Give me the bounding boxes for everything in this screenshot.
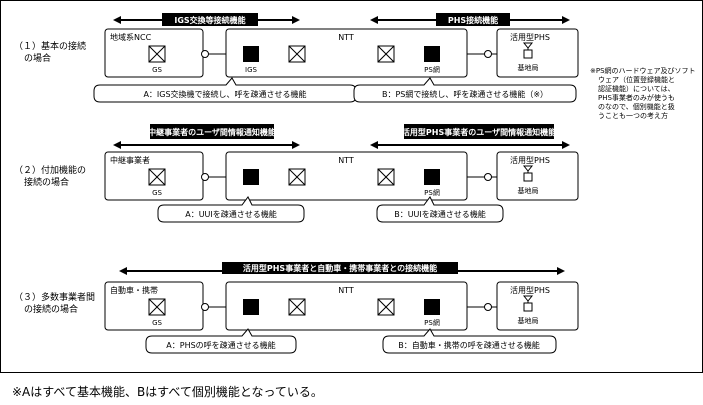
exchange-switch-icon bbox=[243, 46, 259, 62]
row-3-label-line2: の接続の場合 bbox=[24, 303, 78, 315]
interface-point-icon bbox=[201, 303, 209, 311]
callout bbox=[145, 328, 297, 354]
side-note-line: のなので、個別機能と扱 bbox=[598, 102, 675, 111]
callout-text: A：UUIを疎通させる機能 bbox=[185, 209, 277, 219]
banner-label: IGS交換等接続機能 bbox=[174, 15, 245, 25]
base-station-icon bbox=[522, 42, 534, 59]
callout bbox=[382, 328, 557, 354]
exchange-switch-icon bbox=[243, 299, 259, 315]
node-label: GS bbox=[152, 66, 162, 74]
interface-point-icon bbox=[201, 50, 209, 58]
footnote: ※Aはすべて基本機能、Bはすべて個別機能となっている。 bbox=[12, 385, 323, 399]
ntt-box bbox=[225, 28, 468, 78]
ps-network-switch-icon bbox=[424, 46, 440, 62]
row-3: （３）多数事業者間 の接続の場合 活用型PHS事業者と自動車・携帯事業者との接続… bbox=[14, 262, 579, 354]
side-note-line: PHS事業者のみが使うも bbox=[598, 93, 675, 102]
banner-label: 中継事業者のユーザ間情報通知機能 bbox=[148, 127, 276, 137]
side-note: ※PS網のハードウェア及びソフト ウェア（位置登録機能と 認証機能）については、… bbox=[590, 66, 696, 120]
arrow-head-right-icon bbox=[292, 141, 300, 149]
row-2-label-line1: （２）付加機能の bbox=[14, 164, 86, 176]
row-2: （２）付加機能の 接続の場合 中継事業者のユーザ間情報通知機能 活用型PHS事業… bbox=[14, 124, 579, 223]
interface-point-icon bbox=[484, 303, 492, 311]
node-label: 基地局 bbox=[518, 186, 539, 195]
banner-label: 活用型PHS事業者のユーザ間情報通知機能 bbox=[402, 127, 556, 137]
node-label: GS bbox=[152, 319, 162, 327]
arrow-head-left-icon bbox=[113, 16, 121, 24]
arrow-head-right-icon bbox=[557, 267, 565, 275]
phs-box bbox=[496, 281, 579, 331]
ntt-label: NTT bbox=[338, 286, 354, 295]
row-3-label-line1: （３）多数事業者間 bbox=[14, 291, 95, 303]
side-note-line: 認証機能）については、 bbox=[598, 84, 675, 93]
ps-network-switch-icon bbox=[424, 169, 440, 185]
exchange-switch-icon bbox=[243, 169, 259, 185]
phs-name: 活用型PHS bbox=[510, 285, 550, 295]
banner-label: PHS接続機能 bbox=[448, 15, 498, 25]
banner-label: 活用型PHS事業者と自動車・携帯事業者との接続機能 bbox=[243, 263, 437, 273]
banner bbox=[150, 124, 274, 139]
phs-box bbox=[496, 28, 579, 78]
operator-name: 自動車・携帯 bbox=[110, 285, 158, 295]
callout-text: B：PS網で接続し、呼を疎通させる機能（※） bbox=[382, 89, 548, 99]
arrow-head-left-icon bbox=[370, 16, 378, 24]
arrow-head-right-icon bbox=[562, 141, 570, 149]
interface-point-icon bbox=[484, 50, 492, 58]
phs-name: 活用型PHS bbox=[510, 32, 550, 42]
node-label: PS網 bbox=[424, 188, 440, 197]
arrow-head-left-icon bbox=[370, 141, 378, 149]
callout bbox=[93, 77, 357, 103]
base-station-icon bbox=[522, 165, 534, 182]
ntt-box bbox=[225, 281, 468, 331]
arrow-head-left-icon bbox=[113, 141, 121, 149]
callout-text: B：自動車・携帯の呼を疎通させる機能 bbox=[398, 340, 540, 350]
ntt-label: NTT bbox=[338, 33, 354, 42]
interface-point-icon bbox=[484, 173, 492, 181]
row-1-label-line2: の場合 bbox=[24, 52, 51, 64]
callout bbox=[157, 196, 305, 223]
arrow-head-right-icon bbox=[292, 16, 300, 24]
phs-name: 活用型PHS bbox=[510, 155, 550, 165]
side-note-line: ※PS網のハードウェア及びソフト bbox=[590, 66, 696, 75]
operator-name: 地域系NCC bbox=[110, 32, 152, 42]
node-label: 基地局 bbox=[518, 316, 539, 325]
arrow-head-right-icon bbox=[562, 16, 570, 24]
callout-text: A：PHSの呼を疎通させる機能 bbox=[166, 340, 275, 350]
side-note-line: ウェア（位置登録機能と bbox=[598, 75, 675, 84]
banner bbox=[162, 13, 258, 26]
row-1: （１）基本の接続 の場合 IGS交換等接続機能 PHS接続機能 地域系NCC G… bbox=[14, 13, 579, 103]
banner bbox=[222, 262, 458, 274]
callout-text: B：UUIを疎通させる機能 bbox=[394, 209, 486, 219]
arrow-head-left-icon bbox=[119, 267, 127, 275]
callout-text: A：IGS交換機で接続し、呼を疎通させる機能 bbox=[143, 89, 306, 99]
banner bbox=[404, 124, 554, 139]
side-note-line: うことも一つの考え方 bbox=[598, 111, 668, 120]
node-label: PS網 bbox=[424, 318, 440, 327]
ntt-box bbox=[225, 151, 468, 201]
row-2-label-line2: 接続の場合 bbox=[24, 176, 69, 188]
base-station-icon bbox=[522, 295, 534, 312]
interface-point-icon bbox=[201, 173, 209, 181]
ps-network-switch-icon bbox=[424, 299, 440, 315]
phs-box bbox=[496, 151, 579, 201]
callout bbox=[353, 77, 577, 103]
node-label: GS bbox=[152, 189, 162, 197]
operator-name: 中継事業者 bbox=[110, 155, 150, 165]
node-label: PS網 bbox=[424, 65, 440, 74]
callout bbox=[376, 196, 504, 223]
banner bbox=[436, 13, 510, 26]
node-label: IGS bbox=[245, 66, 257, 74]
node-label: 基地局 bbox=[518, 63, 539, 72]
row-1-label-line1: （１）基本の接続 bbox=[14, 40, 86, 52]
ntt-label: NTT bbox=[338, 156, 354, 165]
